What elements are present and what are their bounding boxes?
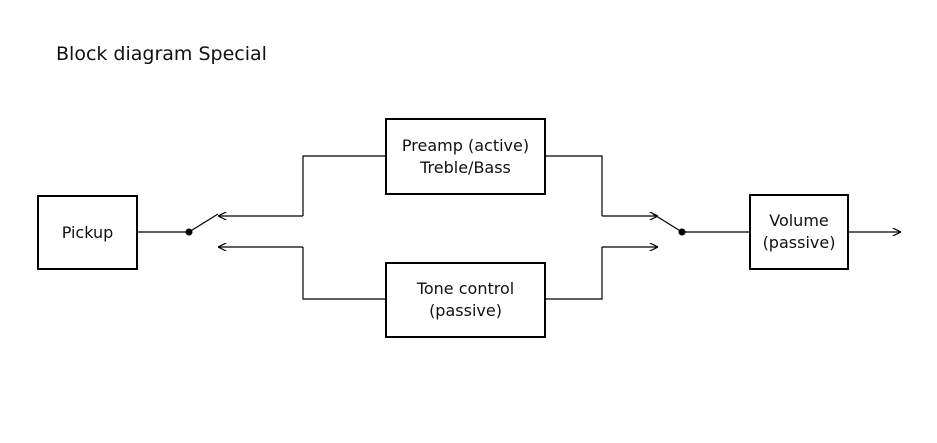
volume-label-line1: Volume [769, 211, 829, 230]
preamp-label-line1: Preamp (active) [401, 135, 530, 155]
diagram-title: Block diagram Special [56, 43, 267, 65]
volume-label-line2: (passive) [762, 233, 836, 252]
volume-block: Volume (passive) [749, 194, 849, 270]
pickup-block: Pickup [37, 195, 138, 270]
preamp-output-wire [545, 155, 603, 216]
preamp-input-wire [302, 155, 386, 216]
tone-control-block: Tone control (passive) [385, 262, 546, 338]
tone-label-line1: Tone control [416, 279, 515, 298]
output-switch-lever [652, 213, 683, 233]
tone-input-wire [302, 247, 386, 300]
preamp-block: Preamp (active) Treble/Bass [385, 118, 546, 195]
tone-output-wire [545, 247, 603, 300]
input-switch-lever [188, 213, 219, 233]
tone-label-line2: (passive) [429, 301, 502, 320]
preamp-label-line2: Treble/Bass [420, 157, 511, 177]
pickup-label: Pickup [61, 222, 114, 242]
